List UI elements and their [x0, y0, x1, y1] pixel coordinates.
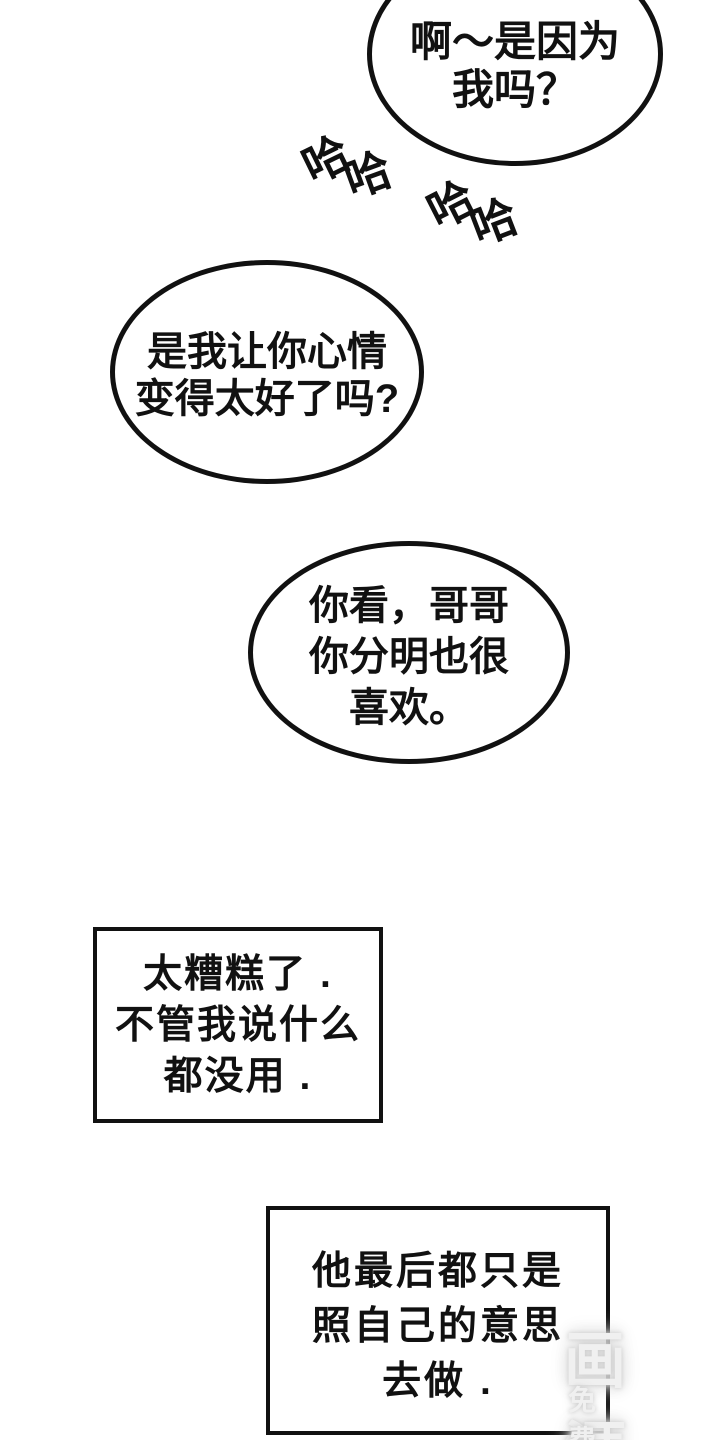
speech-bubble-middle-left: 是我让你心情 变得太好了吗? [110, 260, 424, 484]
laugh-sfx: 哈 [463, 189, 525, 255]
speech-line: 我吗？ [451, 66, 578, 113]
speech-line: 你看，哥哥 [309, 584, 509, 628]
thought-line: 太糟糕了 . [143, 952, 333, 996]
speech-line: 变得太好了吗? [134, 377, 400, 421]
thought-line: 不管我说什么 [114, 1003, 361, 1047]
watermark-tagline: 免费漫画 [568, 1385, 598, 1440]
speech-line: 喜欢。 [349, 686, 469, 730]
thought-box-1: 太糟糕了 . 不管我说什么 都没用 . [93, 927, 383, 1123]
thought-line: 照自己的意思 [311, 1305, 564, 1348]
speech-bubble-middle-right: 你看，哥哥 你分明也很 喜欢。 [248, 541, 570, 764]
speech-bubble-top: 啊～是因为 我吗？ [367, 0, 663, 166]
thought-line: 他最后都只是 [311, 1250, 564, 1293]
watermark-logo: 画涯 [564, 1327, 629, 1440]
thought-line: 去做 . [382, 1360, 494, 1403]
speech-line: 你分明也很 [309, 635, 509, 679]
thought-line: 都没用 . [163, 1054, 313, 1098]
speech-line: 是我让你心情 [147, 330, 387, 374]
thought-box-2: 他最后都只是 照自己的意思 去做 . [266, 1206, 610, 1435]
speech-line: 啊～是因为 [409, 18, 620, 65]
laugh-sfx: 哈 [337, 142, 399, 208]
